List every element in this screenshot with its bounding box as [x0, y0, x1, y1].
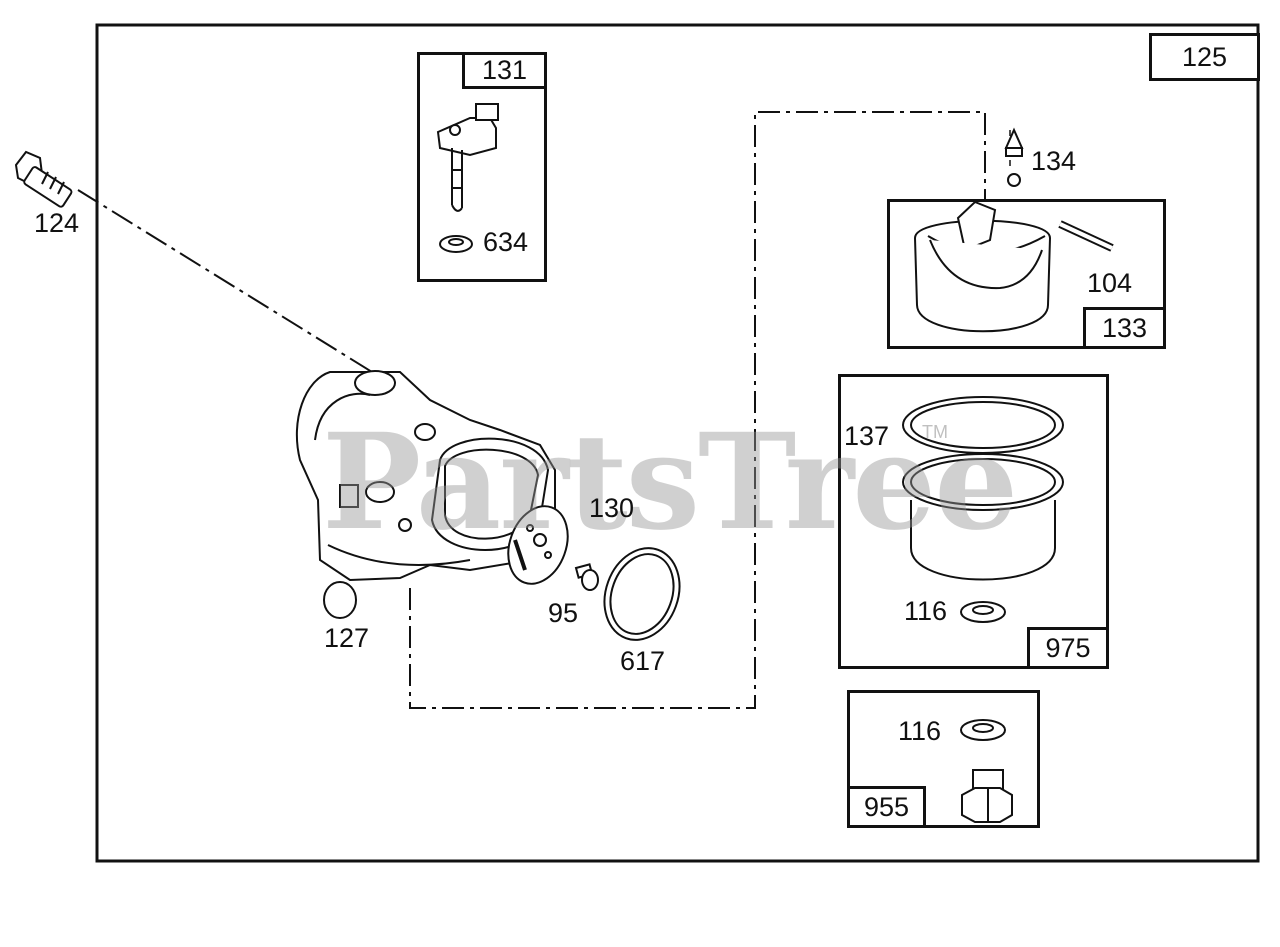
gasket-130-drawing [507, 505, 569, 585]
watermark-trademark: TM [922, 422, 948, 442]
plug-127-drawing [323, 581, 357, 619]
group-955-frame [847, 690, 1040, 828]
part-label-104: 104 [1087, 268, 1133, 298]
part-label-124: 124 [34, 208, 80, 238]
group-label-955: 955 [847, 786, 926, 828]
group-label-131: 131 [462, 52, 547, 89]
leader-carb-134 [409, 111, 986, 709]
assembly-label-125: 125 [1149, 33, 1260, 81]
group-975-frame [838, 374, 1109, 669]
part-label-634: 634 [483, 227, 529, 257]
leader-124 [77, 189, 373, 373]
part-label-95: 95 [548, 598, 579, 628]
part-label-617: 617 [620, 646, 666, 676]
screw-95-drawing [574, 563, 599, 591]
part-label-127: 127 [324, 623, 370, 653]
watermark: PartsTree [322, 405, 1018, 560]
part-label-116-nut: 116 [898, 716, 942, 746]
assembly-frame [95, 23, 1260, 863]
float-133-drawing [913, 200, 1114, 333]
bowl-975-drawing [902, 396, 1064, 623]
needle-134-drawing [1004, 127, 1024, 187]
part-label-116-bowl: 116 [904, 596, 948, 626]
throttle-shaft-drawing [436, 103, 499, 253]
group-133-frame [887, 199, 1166, 349]
part-label-137: 137 [844, 421, 890, 451]
part-label-134: 134 [1031, 146, 1077, 176]
part-label-130: 130 [589, 493, 635, 523]
group-label-975: 975 [1027, 627, 1109, 669]
bowl-nut-955-drawing [960, 719, 1013, 823]
screw-124-drawing [14, 150, 73, 208]
group-label-133: 133 [1083, 307, 1166, 349]
oring-617-drawing [603, 547, 681, 641]
